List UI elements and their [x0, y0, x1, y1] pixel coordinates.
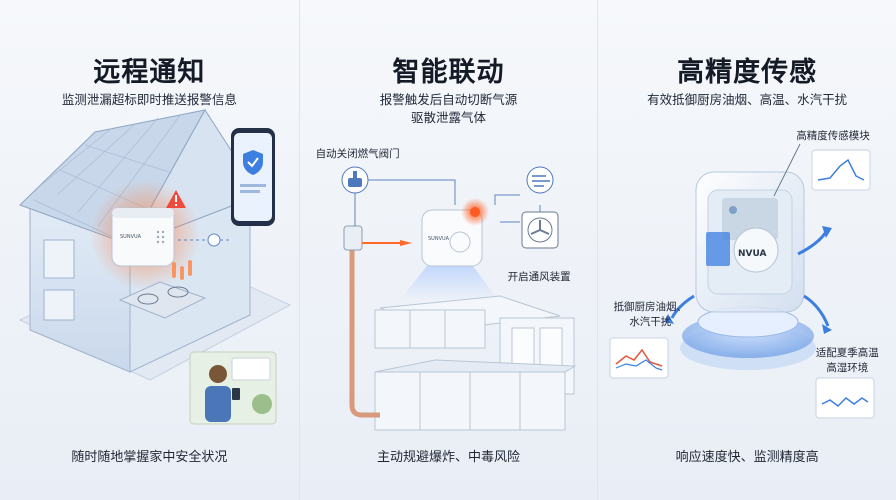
adapt-label: 适配夏季高温 高湿环境 [806, 346, 888, 376]
gas-stove-icon [118, 281, 207, 319]
panel-subtitle: 监测泄漏超标即时推送报警信息 [61, 92, 237, 107]
sensor-module-label: 高精度传感模块 [796, 130, 870, 142]
line-chart-icon [609, 337, 669, 379]
alarm-burst-icon [460, 198, 489, 226]
sensor-illustration: NVUA [609, 143, 875, 419]
device-brand-label: SUNVUA [120, 234, 142, 240]
panel-footer: 响应速度快、监测精度高 [675, 450, 819, 465]
resist-label-line: 抵御厨房油烟、 [613, 301, 688, 313]
panel-subtitle: 有效抵御厨房油烟、高温、水汽干扰 [647, 92, 848, 107]
device-brand-label: NVUA [738, 249, 767, 259]
panel-footer: 主动规避爆炸、中毒风险 [376, 450, 520, 465]
wind-icon [526, 166, 554, 194]
house-illustration: SUNVUA [18, 109, 292, 425]
adapt-label-line: 高湿环境 [826, 362, 869, 374]
panel-remote-notify: SUNVUA [0, 0, 299, 500]
panel-title: 高精度传感 [677, 57, 818, 88]
line-chart-icon [815, 377, 875, 419]
panel-smart-link: SUNVUA 智能联动 报警触发后自动切断气源 驱散泄露气体 自动关闭燃气阀门 [298, 0, 598, 500]
device-brand-label: SUNVUA [428, 236, 450, 242]
fan-icon [521, 211, 559, 249]
adapt-label-line: 适配夏季高温 [815, 347, 879, 359]
sensor-module-icon [695, 171, 805, 313]
fan-label: 开启通风装置 [507, 271, 571, 283]
valve-icon [341, 166, 369, 194]
gas-detector-device [421, 209, 483, 267]
valve-label: 自动关闭燃气阀门 [315, 148, 400, 160]
kitchen-illustration: SUNVUA [341, 166, 577, 431]
warning-icon [166, 190, 186, 208]
panel-title: 远程通知 [93, 57, 206, 88]
person-with-phone-icon [189, 351, 277, 425]
panel-title: 智能联动 [392, 57, 505, 88]
smartphone-icon [231, 128, 275, 226]
line-chart-icon [811, 149, 871, 191]
pedestal-icon [680, 306, 817, 370]
resist-label: 抵御厨房油烟、 水汽干扰 [604, 300, 696, 330]
subtitle-line: 报警触发后自动切断气源 [379, 92, 518, 107]
panel-footer: 随时随地掌握家中安全状况 [71, 450, 228, 465]
panel-subtitle: 报警触发后自动切断气源 驱散泄露气体 [300, 91, 598, 127]
gas-detector-device [111, 207, 175, 267]
subtitle-line: 驱散泄露气体 [410, 110, 486, 125]
panel-high-precision: NVUA 高精度传感 [597, 0, 896, 500]
resist-label-line: 水汽干扰 [629, 316, 672, 328]
shield-check-icon [243, 150, 263, 175]
